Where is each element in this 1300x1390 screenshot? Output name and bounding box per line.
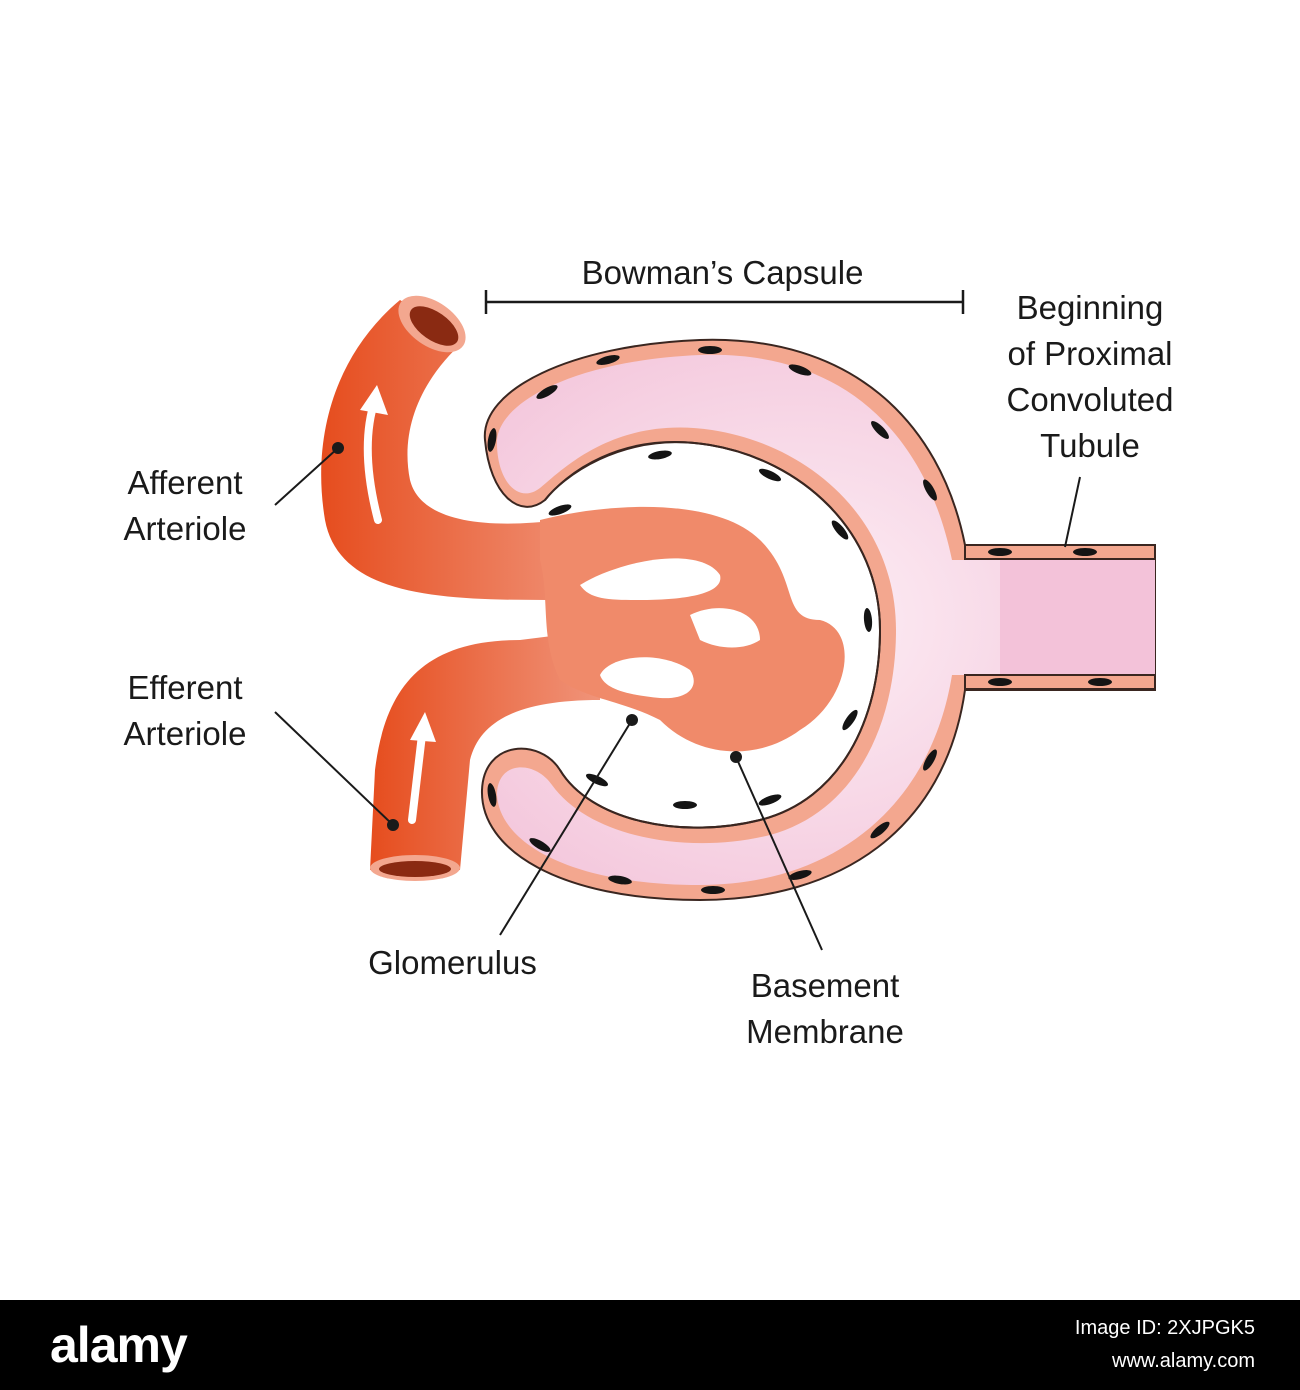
capsule-bracket (484, 290, 965, 314)
efferent-arteriole-label: Efferent Arteriole (123, 669, 247, 752)
afferent-arteriole (321, 295, 600, 600)
bowmans-capsule-label: Bowman’s Capsule (581, 254, 864, 291)
brand-logo: alamy (50, 1317, 188, 1373)
leader-lines (274, 442, 1081, 951)
nephron-illustration (274, 290, 1156, 951)
bowmans-capsule (480, 338, 1156, 902)
image-info: Image ID: 2XJPGK5 www.alamy.com (1074, 1317, 1255, 1372)
basement-membrane-label: Basement Membrane (746, 967, 904, 1050)
diagram: Bowman’s Capsule Beginning of Proximal C… (123, 254, 1174, 1050)
glomerulus (540, 506, 845, 752)
efferent-arteriole (370, 630, 600, 881)
footer-bar: alamy Image ID: 2XJPGK5 www.alamy.com (0, 1300, 1300, 1390)
proximal-tubule-label: Beginning of Proximal Convoluted Tubule (1006, 289, 1174, 464)
cell-nuclei (487, 346, 1112, 894)
afferent-arteriole-label: Afferent Arteriole (123, 464, 247, 547)
glomerulus-label: Glomerulus (368, 944, 537, 981)
